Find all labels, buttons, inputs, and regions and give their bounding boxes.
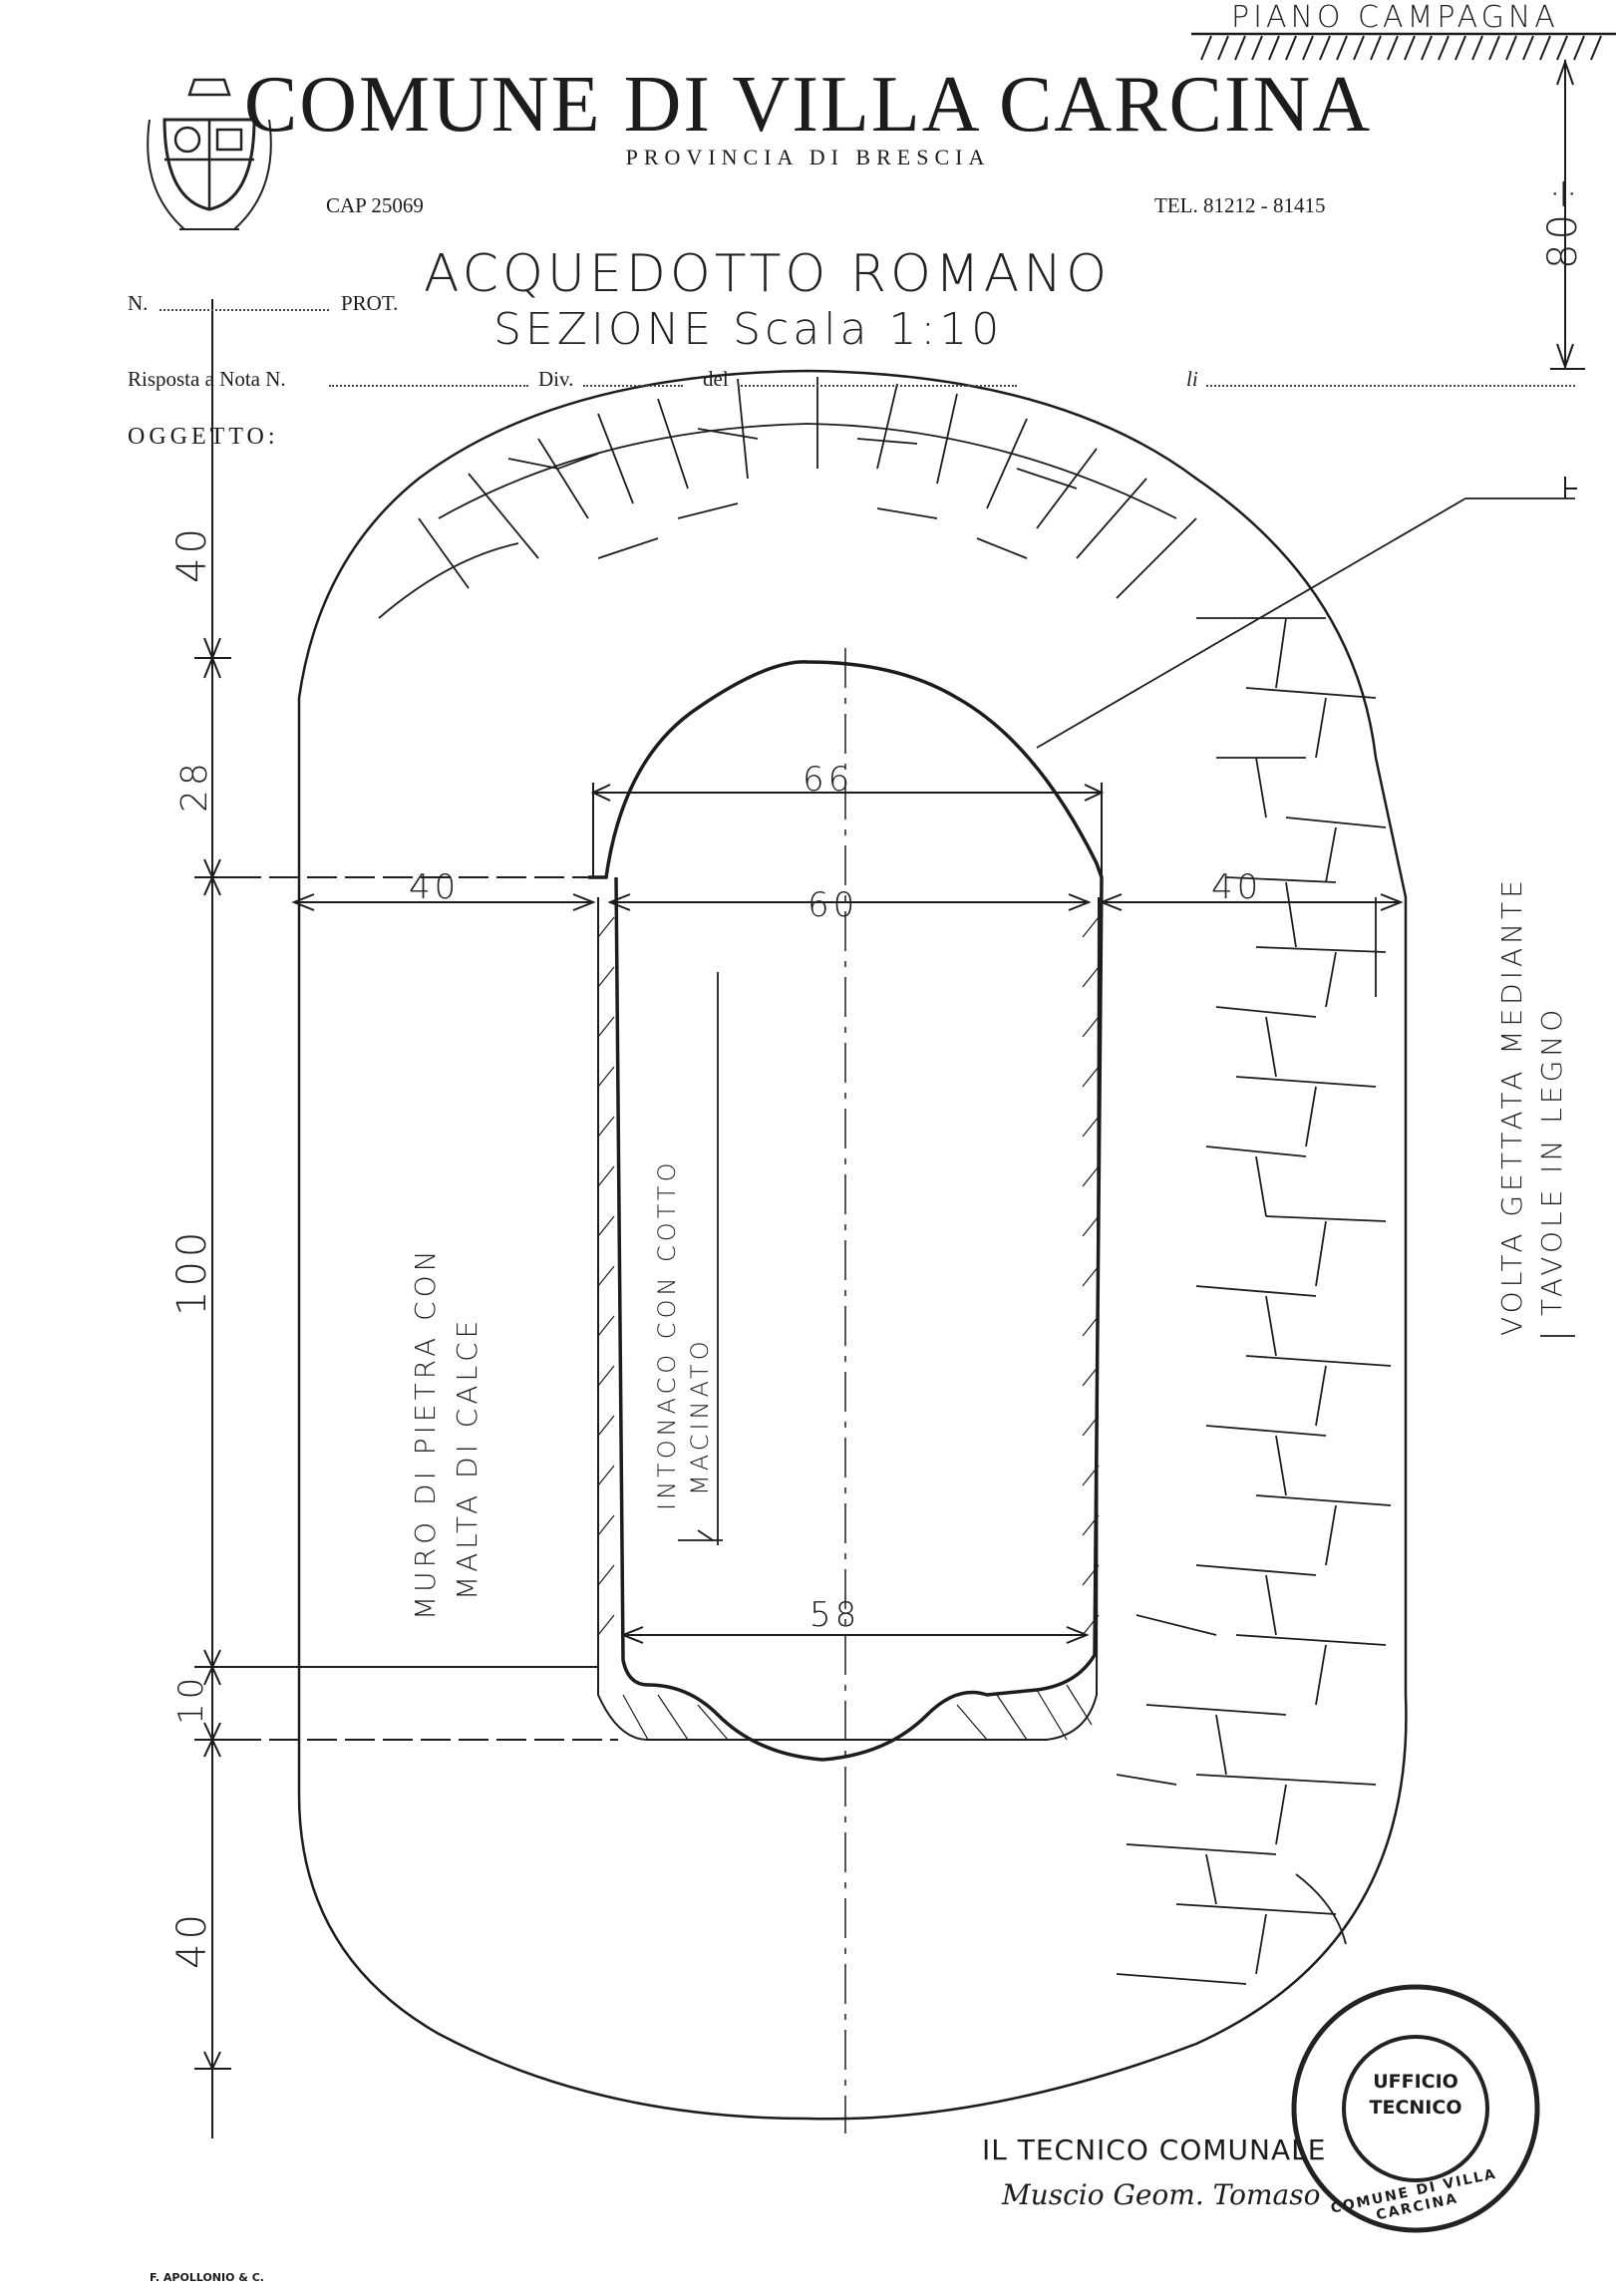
ground-line (1191, 32, 1616, 61)
right-wall-stones (1116, 617, 1392, 1985)
dim-left-40-top: 40 (169, 524, 215, 583)
plaster-note-line2: MACINATO (686, 1337, 714, 1495)
oggetto-label: OGGETTO: (128, 424, 279, 450)
channel-outline (588, 660, 1104, 1762)
n-label: N. (128, 291, 149, 315)
stamp-center: UFFICIO TECNICO (1366, 2069, 1465, 2121)
outer-wall-outline (297, 369, 1408, 2121)
coat-of-arms (147, 78, 272, 230)
plaster-note-line1: INTONACO CON COTTO (653, 1158, 681, 1510)
div-field (583, 385, 683, 387)
del-field (738, 385, 1017, 387)
li-field (1206, 385, 1575, 387)
li-label: li (1186, 367, 1198, 391)
div-label: Div. (538, 367, 574, 391)
cap-label: CAP 25069 (326, 193, 424, 217)
stamp-center-line2: TECNICO (1369, 2097, 1462, 2119)
dim-wall-left: 40 (409, 867, 461, 907)
wall-note-line2: MALTA DI CALCE (451, 1316, 484, 1600)
piano-campagna-label: PIANO CAMPAGNA (1231, 0, 1559, 35)
left-dimension-chain (194, 299, 618, 2138)
del-label: del (703, 367, 729, 391)
stamp-graphics (1291, 1984, 1540, 2233)
channel-plaster (597, 896, 1100, 1741)
plaster-hatching (597, 916, 1100, 1741)
signature-name: Muscio Geom. Tomaso (1002, 2178, 1321, 2211)
horizontal-dimensions (291, 783, 1404, 1644)
printer-footer: F. APOLLONIO & C. (150, 2271, 264, 2284)
dim-floor-width: 58 (809, 1595, 861, 1635)
risposta-field (329, 385, 528, 387)
dim-left-28: 28 (174, 759, 215, 813)
vault-note-line2: TAVOLE IN LEGNO (1535, 1005, 1568, 1316)
dim-left-10: 10 (171, 1673, 211, 1725)
handwritten-scale: SEZIONE Scala 1:10 (493, 304, 1004, 355)
dim-left-100: 100 (169, 1227, 215, 1316)
prot-label: PROT. (341, 291, 399, 315)
n-field (160, 309, 329, 311)
comune-title: COMUNE DI VILLA CARCINA (243, 61, 1373, 149)
tel-label: TEL. 81212 - 81415 (1154, 193, 1326, 217)
provincia-label: PROVINCIA DI BRESCIA (625, 145, 991, 169)
vault-note-line1: VOLTA GETTATA MEDIANTE (1495, 876, 1528, 1336)
dim-wall-right: 40 (1211, 867, 1263, 907)
stamp-center-line1: UFFICIO (1373, 2071, 1458, 2093)
dim-left-40-bottom: 40 (169, 1910, 215, 1969)
handwritten-title: ACQUEDOTTO ROMANO (424, 244, 1112, 304)
depth-label: 80÷ (1540, 172, 1586, 269)
signature-office: IL TECNICO COMUNALE (982, 2133, 1327, 2166)
wall-note-line1: MURO DI PIETRA CON (409, 1246, 442, 1620)
vault-stones (378, 377, 1197, 619)
dim-channel-width: 60 (808, 885, 859, 925)
depth-dimension (1550, 58, 1585, 498)
dim-arch-width: 66 (803, 760, 854, 800)
risposta-label: Risposta a Nota N. (128, 367, 286, 391)
leader-lines (678, 497, 1575, 1545)
